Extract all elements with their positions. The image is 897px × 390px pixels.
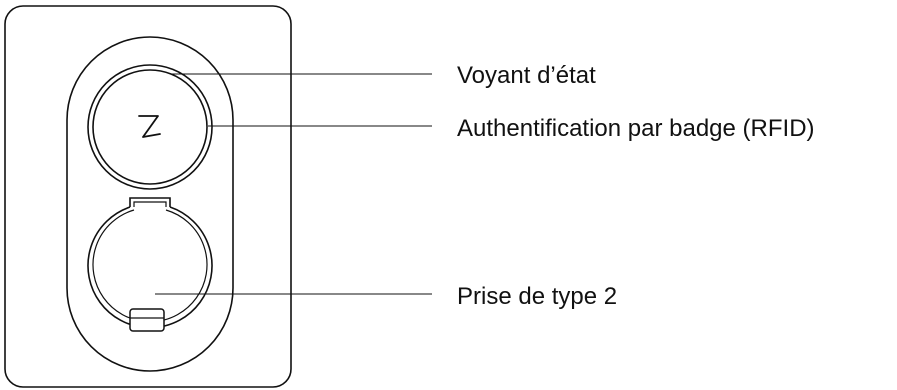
rfid-reader bbox=[92, 69, 208, 185]
socket-latch bbox=[129, 308, 165, 332]
charger-housing bbox=[4, 5, 292, 388]
status-light-label: Voyant d’état bbox=[457, 62, 596, 89]
status-light-ring bbox=[87, 64, 213, 190]
type2-socket bbox=[87, 197, 213, 332]
rfid-badge-label: Authentification par badge (RFID) bbox=[457, 115, 815, 142]
type2-socket-label: Prise de type 2 bbox=[457, 283, 618, 310]
face-plate bbox=[66, 36, 234, 372]
z-logo-icon bbox=[138, 115, 161, 138]
